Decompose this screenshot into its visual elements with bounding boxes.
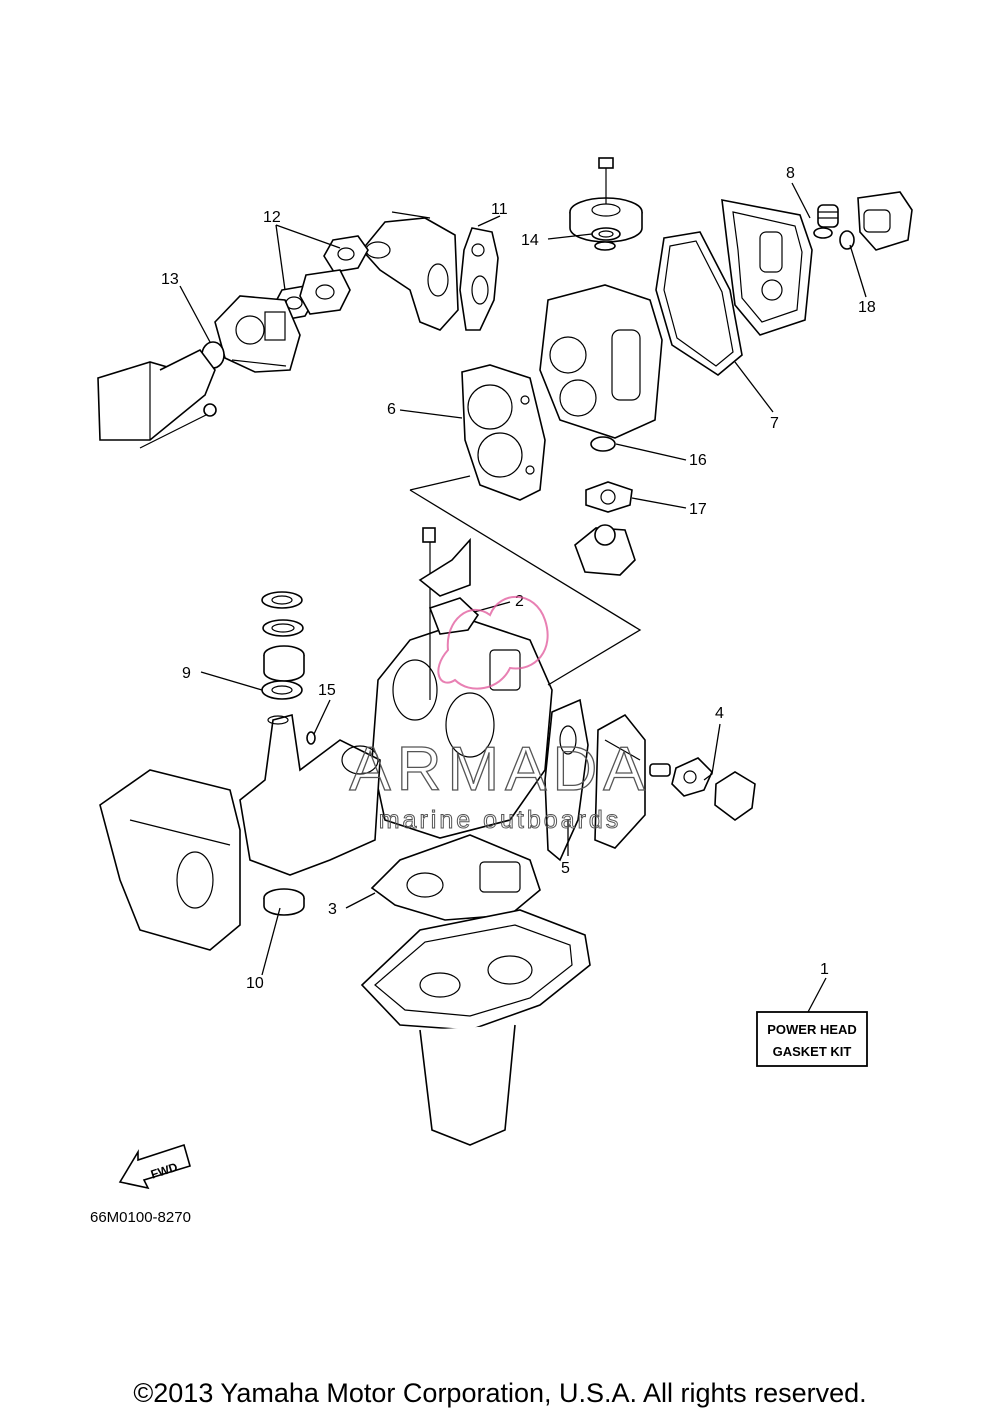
callout-14: 14 [521,232,539,249]
callout-numbers: 1 2 3 4 5 6 7 8 9 10 11 12 13 14 15 16 1… [161,165,876,992]
callout-17: 17 [689,501,707,518]
diagram-code: 66M0100-8270 [90,1209,191,1226]
head-cover-gasket [655,231,743,376]
oring-16 [590,436,616,452]
cylinder-head-cover [721,199,813,336]
thermostat-housing [714,771,756,821]
callout-8: 8 [786,165,795,182]
callout-18: 18 [858,299,876,316]
fwd-arrow-icon: FWD [118,1143,191,1190]
callout-6: 6 [387,401,396,418]
gasket-3 [370,834,541,921]
watermark: ARMADA marine outboards [349,595,650,835]
gasket-12a [323,235,369,273]
gasket-kit-label: POWER HEAD GASKET KIT [756,1011,868,1067]
carburetor [214,295,301,373]
oring-8 [813,227,833,239]
bearing [262,619,304,637]
watermark-logo-icon [437,595,549,690]
gasket-11 [459,227,499,331]
gasket-2 [428,597,480,635]
kit-label-line2: GASKET KIT [773,1044,852,1059]
callout-3: 3 [328,901,337,918]
oring-15 [306,731,316,745]
thermostat-cap [857,191,913,251]
spacer [299,269,351,315]
callout-7: 7 [770,415,779,432]
watermark-brand: ARMADA [349,735,650,804]
oil-seal-9 [261,680,303,700]
thermostat [817,204,839,228]
oil-seal-10 [263,888,305,916]
oil-pump [574,524,636,576]
leader-lines [179,182,867,1013]
kit-label-line1: POWER HEAD [767,1022,857,1037]
cylinder-head [539,284,663,439]
callout-1: 1 [820,961,829,978]
callout-4: 4 [715,705,724,722]
oil-seal-14 [591,227,621,241]
copyright-notice: ©2013 Yamaha Motor Corporation, U.S.A. A… [133,1378,867,1408]
oring-18 [839,230,855,250]
anode [649,763,671,777]
crankshaft [239,713,381,876]
cylinder-head-gasket [461,364,546,501]
exhaust-cover [594,713,646,849]
washer [594,241,616,251]
callout-11: 11 [491,201,508,218]
gasket-4 [671,757,713,797]
gasket-17 [585,481,633,513]
callout-13: 13 [161,271,179,288]
callout-10: 10 [246,975,264,992]
gasket-5 [544,698,589,862]
watermark-tagline: marine outboards [379,806,622,834]
callout-12: 12 [263,209,281,226]
air-silencer [97,348,217,449]
callout-9: 9 [182,665,191,682]
upper-casing [360,909,591,1146]
drive-gear [263,645,305,682]
callout-5: 5 [561,860,570,877]
crankcase [99,769,241,951]
callout-2: 2 [515,593,524,610]
callout-15: 15 [318,682,336,699]
oil-seal-top [261,591,303,609]
intake-manifold [360,211,459,331]
callout-16: 16 [689,452,707,469]
